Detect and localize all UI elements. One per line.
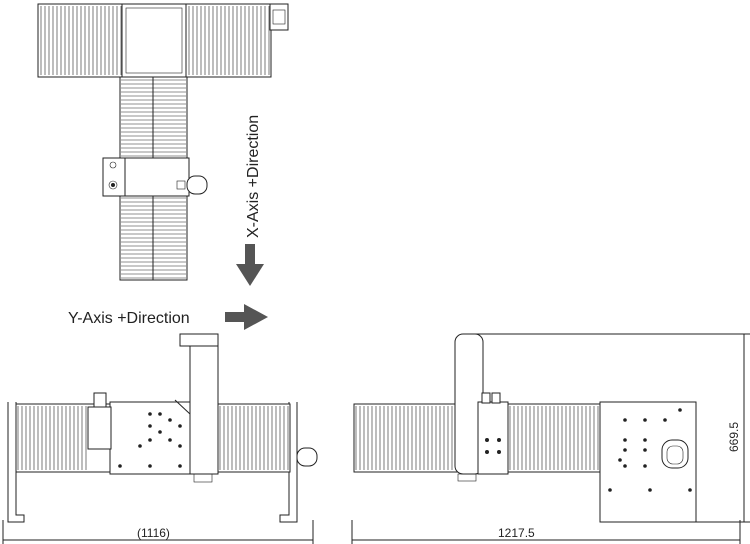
- mounting-hole: [168, 438, 172, 442]
- mounting-hole: [158, 412, 162, 416]
- mounting-hole: [623, 448, 627, 452]
- mounting-hole: [643, 464, 647, 468]
- side-width-value: 1217.5: [498, 526, 535, 540]
- mounting-hole: [643, 418, 647, 422]
- mounting-hole: [663, 418, 667, 422]
- mounting-hole: [623, 418, 627, 422]
- top-view-carriage: [102, 157, 208, 197]
- mounting-hole: [148, 438, 152, 442]
- mounting-hole: [178, 424, 182, 428]
- top-view: [37, 3, 289, 281]
- mounting-hole: [178, 464, 182, 468]
- front-view: [7, 333, 318, 523]
- mounting-hole: [643, 448, 647, 452]
- side-width-dimension: 1217.5: [351, 520, 741, 544]
- mounting-hole: [678, 408, 682, 412]
- mounting-hole: [623, 464, 627, 468]
- y-axis-label: Y-Axis +Direction: [68, 310, 190, 327]
- mounting-hole: [158, 430, 162, 434]
- mounting-hole: [118, 464, 122, 468]
- mounting-hole: [608, 488, 612, 492]
- front-width-dimension: (1116): [2, 520, 314, 544]
- front-width-value: (1116): [137, 526, 170, 540]
- mounting-hole: [623, 438, 627, 442]
- x-axis-label: X-Axis +Direction: [245, 115, 262, 238]
- side-height-dimension: 669.5: [470, 333, 750, 523]
- top-view-y-bellows: [37, 3, 289, 78]
- mounting-hole: [148, 424, 152, 428]
- side-view: [353, 333, 697, 523]
- mounting-hole: [643, 438, 647, 442]
- mounting-hole: [618, 458, 622, 462]
- mounting-hole: [688, 488, 692, 492]
- mounting-hole: [138, 444, 142, 448]
- x-axis-arrow: [236, 244, 264, 286]
- mounting-hole: [648, 488, 652, 492]
- mounting-hole: [168, 418, 172, 422]
- side-height-value: 669.5: [727, 422, 741, 452]
- y-axis-arrow: [225, 304, 268, 330]
- mounting-hole: [148, 464, 152, 468]
- mounting-hole: [178, 444, 182, 448]
- mounting-hole: [148, 412, 152, 416]
